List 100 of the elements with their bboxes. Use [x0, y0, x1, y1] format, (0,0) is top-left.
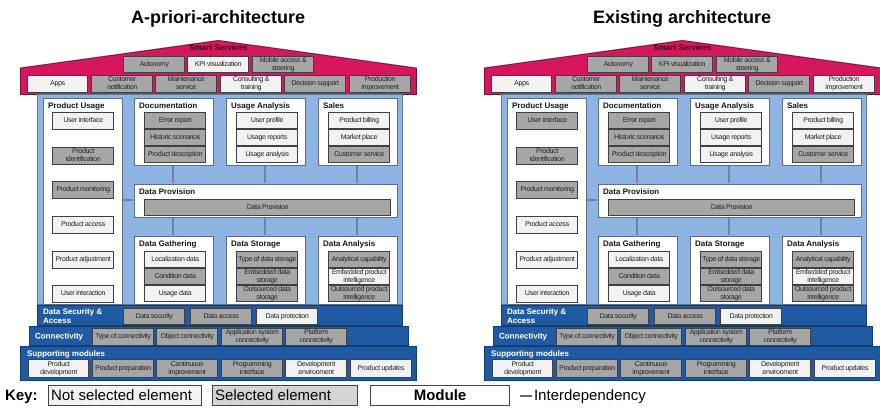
element-box: [328, 129, 390, 146]
element-box: [556, 359, 618, 378]
element-box: [236, 268, 298, 285]
module-box: [134, 98, 214, 166]
element-box: [792, 129, 854, 146]
module-box: [318, 236, 398, 305]
element-box: [720, 308, 782, 325]
element-box: [608, 268, 670, 285]
roof-band: [20, 40, 417, 95]
element-box: [155, 75, 217, 93]
element-box: [144, 146, 206, 163]
element-box: [608, 251, 670, 268]
interdependency-line: [728, 216, 730, 236]
element-box: [700, 112, 762, 129]
module-heading: Usage Analysis: [231, 101, 290, 110]
element-box: [749, 328, 811, 346]
element-box: [236, 146, 298, 163]
element-box: [587, 56, 649, 73]
module-heading: Usage Analysis: [695, 101, 754, 110]
element-box: [144, 112, 206, 129]
module-heading: Data Gathering: [603, 239, 660, 248]
element-box: [144, 199, 391, 216]
element-box: [685, 359, 747, 378]
interdependency-line: [172, 164, 174, 184]
layer-band: [501, 305, 867, 326]
element-box: [328, 112, 390, 129]
element-box: [620, 328, 682, 346]
element-box: [700, 285, 762, 302]
element-box: [256, 308, 318, 325]
module-heading: Data Gathering: [139, 239, 196, 248]
layer-band: [493, 326, 873, 346]
element-box: [144, 129, 206, 146]
element-box: [349, 75, 411, 93]
element-box: [556, 328, 618, 346]
element-box: [236, 285, 298, 302]
element-box: [716, 56, 778, 73]
module-heading: Data Storage: [695, 239, 744, 248]
element-box: [619, 75, 681, 93]
element-box: [91, 75, 153, 93]
band-heading: Data Security & Access: [507, 306, 568, 324]
element-box: [814, 359, 876, 378]
interdependency-line: [264, 216, 266, 236]
module-heading: Product Usage: [48, 101, 104, 110]
element-box: [52, 147, 114, 165]
layer-band: [20, 346, 417, 381]
element-box: [221, 359, 283, 378]
module-heading: Documentation: [139, 101, 198, 110]
element-box: [328, 251, 390, 268]
architecture-title: Existing architecture: [592, 6, 772, 28]
element-box: [608, 199, 855, 216]
module-heading: Data Storage: [231, 239, 280, 248]
element-box: [92, 359, 154, 378]
element-box: [284, 75, 346, 93]
architecture-title: A-priori-architecture: [130, 6, 306, 28]
element-box: [285, 328, 347, 346]
roof-band: [484, 40, 880, 95]
element-box: [491, 75, 552, 93]
layer-band: [37, 305, 403, 326]
element-box: [52, 216, 114, 234]
interdependency-line: [728, 164, 730, 184]
module-box: [318, 98, 398, 166]
element-box: [328, 146, 390, 163]
element-box: [492, 359, 553, 378]
element-box: [252, 56, 314, 73]
element-box: [236, 251, 298, 268]
interdependency-line: [820, 216, 822, 236]
module-heading: Data Provision: [139, 187, 196, 196]
module-box: [598, 184, 862, 218]
element-box: [52, 251, 114, 269]
element-box: [684, 75, 746, 93]
element-box: [516, 147, 578, 165]
module-heading: Sales: [787, 101, 808, 110]
module-heading: Data Analysis: [787, 239, 840, 248]
element-box: [220, 75, 282, 93]
module-heading: Sales: [323, 101, 344, 110]
core-panel: [501, 94, 867, 305]
interdependency-line: [172, 216, 174, 236]
element-box: [92, 328, 154, 346]
module-heading: Product Usage: [512, 101, 568, 110]
module-box: [134, 184, 398, 218]
band-heading: Connectivity: [35, 332, 84, 340]
module-box: [782, 98, 862, 166]
legend-label: Module: [414, 387, 466, 404]
element-box: [813, 75, 875, 93]
element-box: [608, 146, 670, 163]
element-box: [651, 56, 713, 73]
element-box: [221, 328, 283, 346]
element-box: [516, 285, 578, 303]
element-box: [608, 129, 670, 146]
module-box: [782, 236, 862, 305]
module-box: [690, 98, 770, 166]
element-box: [52, 181, 114, 199]
element-box: [350, 359, 412, 378]
element-box: [236, 112, 298, 129]
legend-label: Interdependency: [534, 387, 646, 404]
element-box: [700, 268, 762, 285]
element-box: [654, 308, 716, 325]
element-box: [608, 285, 670, 302]
module-box: [507, 98, 587, 305]
element-box: [608, 112, 670, 129]
